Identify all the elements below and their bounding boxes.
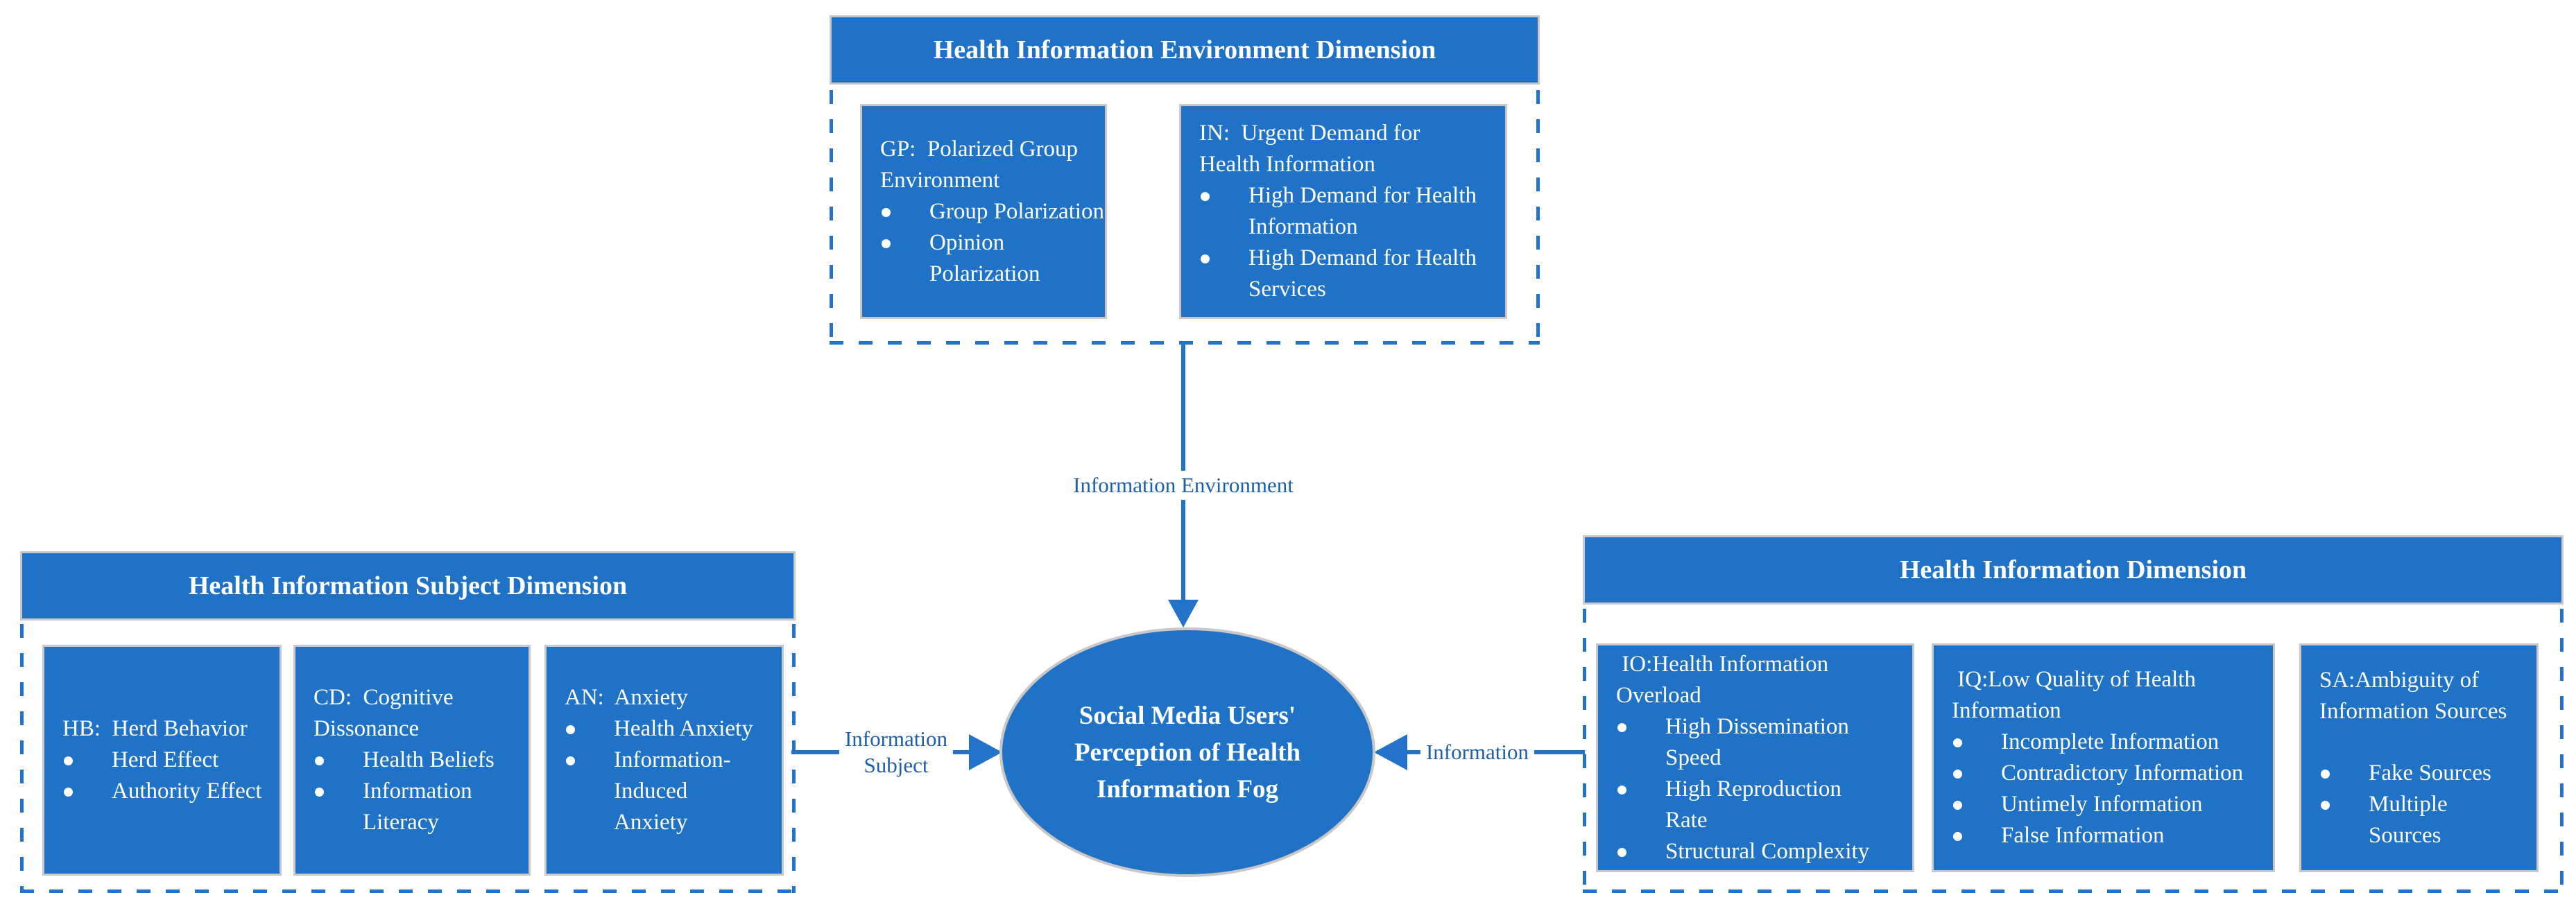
subject-dimension-header: Health Information Subject Dimension — [20, 551, 796, 621]
dash-edge-right — [792, 595, 796, 893]
bullet-item: Authority Effect — [44, 776, 280, 807]
bullet-dot — [64, 788, 73, 797]
bullet-text: Contradictory Information — [2001, 761, 2244, 786]
bullet-item: Information- Induced Anxiety — [547, 745, 782, 838]
in-box-title: IN: Urgent Demand for Health Information — [1199, 121, 1420, 177]
bullet-dot — [566, 756, 575, 765]
iq-box: IQ:Low Quality of Health Information Inc… — [1932, 643, 2275, 872]
bullet-item: Health Beliefs — [295, 745, 529, 776]
bullet-item: Group Polarization — [862, 196, 1105, 227]
bullet-dot — [882, 207, 891, 217]
bullet-text: Information- Induced Anxiety — [614, 747, 731, 835]
sa-box: SA:Ambiguity of Information Sources Fake… — [2299, 643, 2539, 872]
bullet-text: High Reproduction Rate — [1665, 776, 1841, 833]
bullet-dot — [315, 788, 324, 797]
dash-edge-left — [20, 595, 24, 893]
bullet-dot — [1617, 847, 1626, 857]
information-dimension-header: Health Information Dimension — [1583, 535, 2564, 605]
bullet-item: High Reproduction Rate — [1598, 774, 1912, 836]
bullet-dot — [2321, 800, 2330, 810]
center-ellipse: Social Media Users' Perception of Health… — [999, 627, 1375, 877]
bullet-text: Health Beliefs — [363, 747, 495, 772]
io-box-title: IO:Health Information Overload — [1616, 651, 1829, 708]
bullet-item: Multiple Sources — [2301, 789, 2536, 851]
bullet-text: Opinion Polarization — [929, 229, 1040, 286]
bullet-item: High Dissemination Speed — [1598, 711, 1912, 774]
bullet-dot — [882, 238, 891, 248]
bullet-item: Fake Sources — [2301, 758, 2536, 789]
bullet-item: Structural Complexity — [1598, 836, 1912, 867]
bullet-item: High Demand for Health Services — [1181, 243, 1505, 305]
bullet-text: High Demand for Health Services — [1248, 245, 1477, 302]
bullet-text: Multiple Sources — [2369, 791, 2448, 848]
bullet-dot — [1201, 254, 1210, 263]
bullet-item: Health Anxiety — [547, 713, 782, 745]
bullet-item: High Demand for Health Information — [1181, 180, 1505, 243]
hb-box-title: HB: Herd Behavior — [62, 716, 248, 741]
sa-box-title: SA:Ambiguity of Information Sources — [2319, 667, 2507, 724]
bullet-text: Information Literacy — [363, 779, 472, 835]
dash-edge-bottom — [830, 341, 1540, 345]
bullet-dot — [1953, 770, 1962, 779]
bullet-item: Untimely Information — [1934, 789, 2273, 820]
bullet-item: Opinion Polarization — [862, 227, 1105, 290]
bullet-text: Incomplete Information — [2001, 729, 2219, 754]
bullet-text: Untimely Information — [2001, 792, 2203, 817]
bullet-text: Authority Effect — [112, 779, 262, 804]
bullet-dot — [64, 756, 73, 765]
gp-box: GP: Polarized Group Environment Group Po… — [860, 104, 1107, 319]
bullet-item: Contradictory Information — [1934, 758, 2273, 789]
bullet-text: Health Anxiety — [614, 716, 753, 741]
information-arrowhead — [1374, 734, 1407, 770]
bullet-text: Structural Complexity — [1665, 838, 1870, 864]
an-box: AN: Anxiety Health Anxiety Information- … — [544, 645, 784, 876]
subject-connector-label: Information Subject — [839, 725, 954, 780]
io-box: IO:Health Information Overload High Diss… — [1596, 643, 1914, 872]
dash-edge-left — [1583, 580, 1586, 893]
bullet-text: Fake Sources — [2369, 760, 2491, 786]
bullet-dot — [1617, 785, 1626, 795]
environment-connector-label: Information Environment — [1067, 471, 1299, 500]
environment-arrowhead — [1168, 600, 1199, 627]
bullet-dot — [1953, 738, 1962, 747]
hb-box: HB: Herd Behavior Herd Effect Authority … — [42, 645, 282, 876]
dash-edge-left — [830, 61, 833, 345]
bullet-item: Incomplete Information — [1934, 727, 2273, 758]
environment-dimension-header: Health Information Environment Dimension — [830, 15, 1540, 85]
bullet-item: Information Literacy — [295, 776, 529, 838]
bullet-text: High Demand for Health Information — [1248, 183, 1477, 239]
dash-edge-right — [2560, 580, 2564, 893]
bullet-dot — [2321, 769, 2330, 779]
dash-edge-bottom — [20, 890, 796, 893]
bullet-item: False Information — [1934, 820, 2273, 851]
cd-box: CD: Cognitive Dissonance Health Beliefs … — [293, 645, 531, 876]
an-box-title: AN: Anxiety — [565, 685, 688, 710]
bullet-dot — [1953, 801, 1962, 810]
bullet-dot — [315, 756, 324, 765]
bullet-dot — [1617, 722, 1626, 732]
bullet-dot — [566, 725, 575, 734]
center-ellipse-text: Social Media Users' Perception of Health… — [1074, 701, 1301, 804]
bullet-item: Herd Effect — [44, 745, 280, 776]
in-box: IN: Urgent Demand for Health Information… — [1179, 104, 1507, 319]
sa-box-gap — [2301, 727, 2536, 758]
bullet-dot — [1953, 832, 1962, 841]
information-connector-label: Information — [1420, 738, 1535, 767]
subject-arrowhead — [969, 734, 1002, 770]
dash-edge-right — [1536, 61, 1540, 345]
bullet-text: Group Polarization — [929, 198, 1105, 224]
dash-edge-bottom — [1583, 890, 2564, 893]
bullet-text: High Dissemination Speed — [1665, 713, 1849, 770]
bullet-dot — [1201, 192, 1210, 201]
bullet-text: Herd Effect — [112, 747, 219, 772]
gp-box-title: GP: Polarized Group Environment — [880, 136, 1079, 193]
bullet-text: False Information — [2001, 823, 2165, 848]
cd-box-title: CD: Cognitive Dissonance — [314, 685, 454, 741]
iq-box-title: IQ:Low Quality of Health Information — [1952, 667, 2196, 723]
